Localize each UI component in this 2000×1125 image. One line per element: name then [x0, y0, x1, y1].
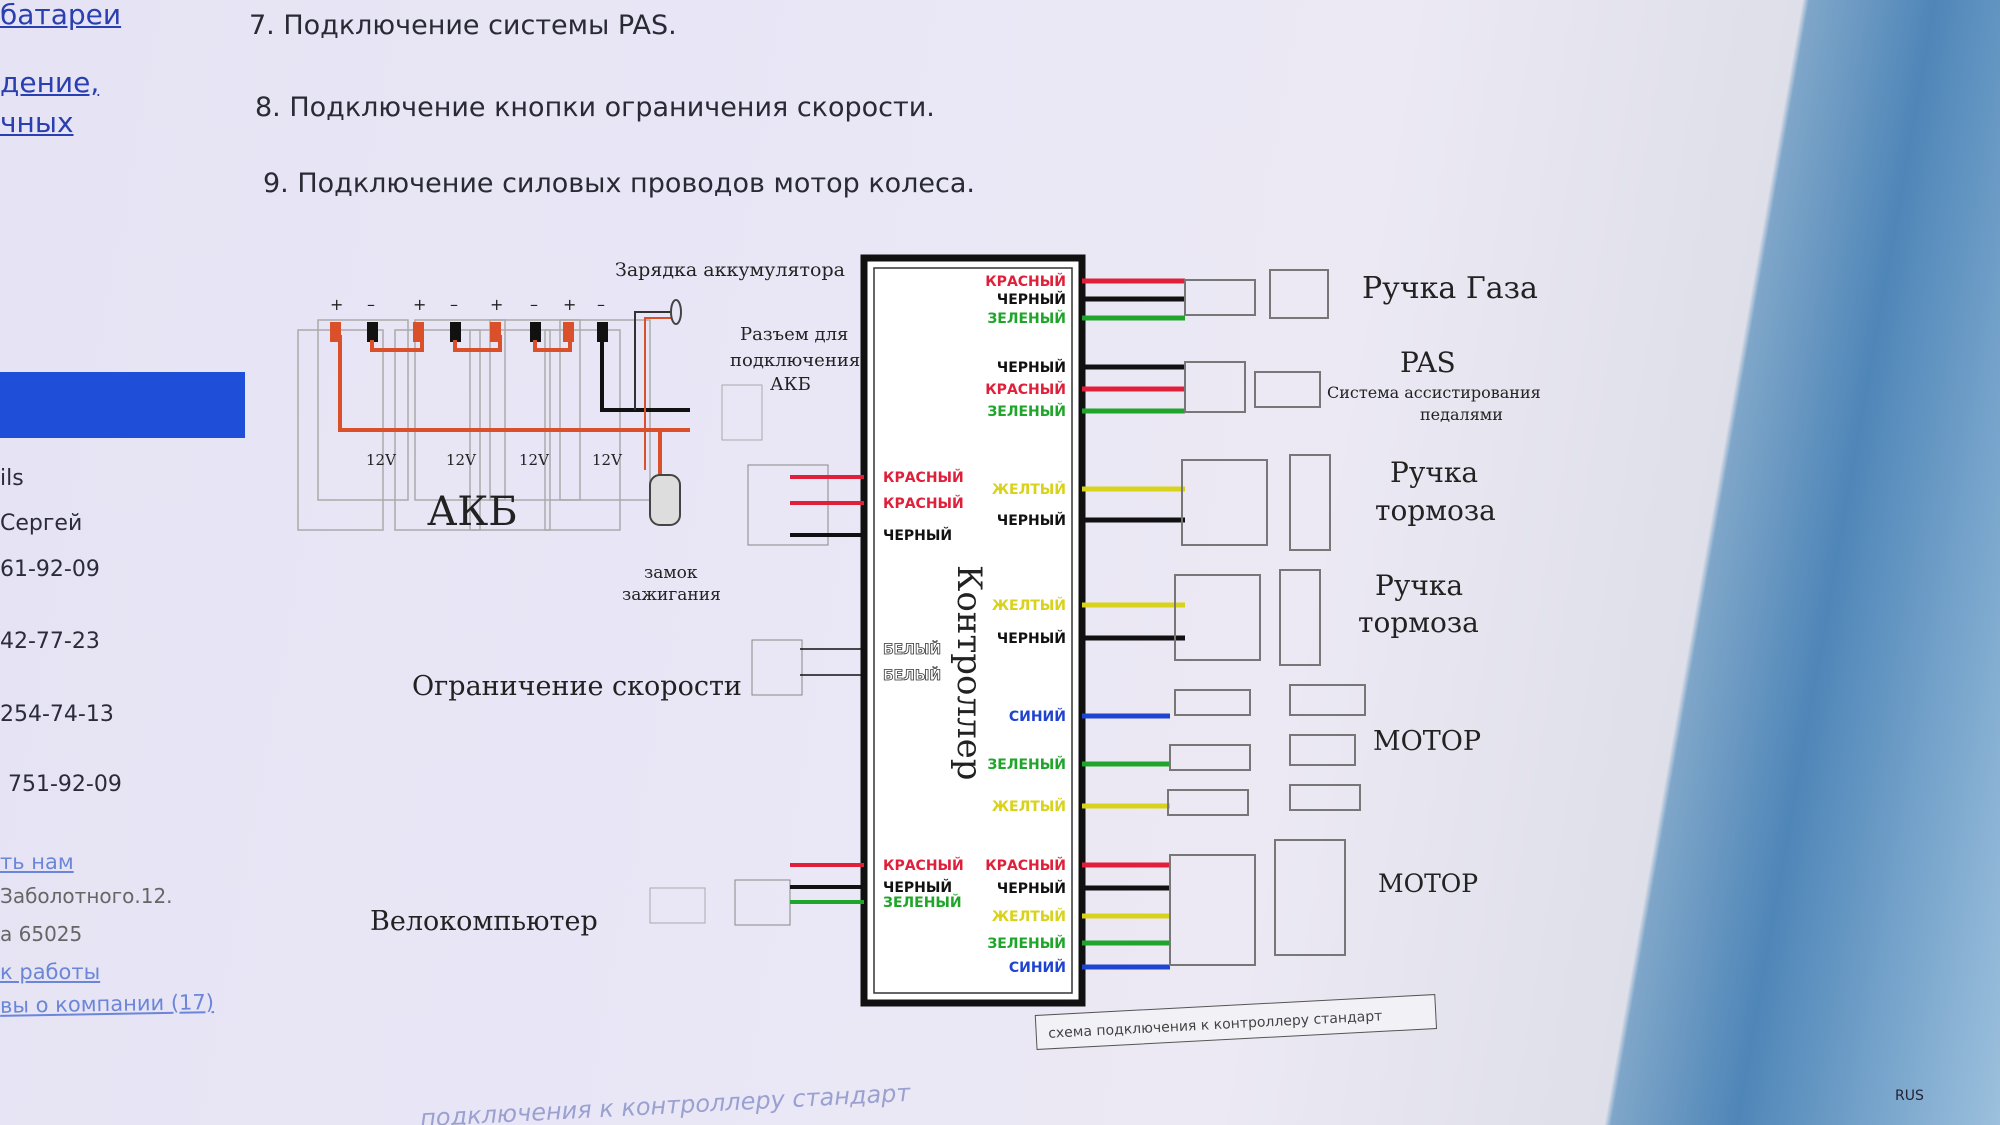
address-line-1: Заболотного.12. — [0, 884, 173, 908]
battery-terminal — [413, 322, 424, 342]
battery-terminal — [450, 322, 461, 342]
wire-label-right: ЧЕРНЫЙ — [997, 291, 1066, 308]
battery-cell-label: 12V — [446, 451, 477, 469]
speed-limit-label: Ограничение скорости — [412, 671, 742, 702]
throttle-connector-icon — [1184, 279, 1256, 316]
wire-label-right: ЧЕРНЫЙ — [997, 630, 1066, 647]
terminal-sign: + — [330, 295, 343, 314]
brake2-label-2: тормоза — [1358, 606, 1479, 639]
terminal-sign: – — [597, 295, 605, 314]
battery-connector-icon — [721, 384, 763, 441]
pas-connector-icon — [1184, 361, 1246, 413]
motor-hall-label: МОТОР — [1378, 869, 1478, 898]
wire-label-left: КРАСНЫЙ — [883, 857, 964, 874]
battery-terminal — [597, 322, 608, 342]
terminal-sign: – — [450, 295, 458, 314]
brake1-label-2: тормоза — [1375, 494, 1496, 527]
wire-label-right: СИНИЙ — [1009, 959, 1066, 976]
wire-label-right: ЧЕРНЫЙ — [997, 512, 1066, 529]
speed-limit-connector-icon — [751, 639, 803, 696]
pas-label: PAS — [1400, 346, 1456, 379]
wire-label-right: ЖЕЛТЫЙ — [992, 481, 1066, 498]
contact-phone-2: 42-77-23 — [0, 629, 100, 654]
bike-computer-connector-icon — [734, 879, 791, 926]
sidebar-link-batteries[interactable]: батареи — [0, 0, 122, 31]
charging-label: Зарядка аккумулятора — [615, 259, 845, 281]
battery-cell-label: 12V — [592, 451, 623, 469]
wire-label-left: ЧЕРНЫЙ — [883, 879, 952, 896]
diagram-caption: схема подключения к контроллеру стандарт — [1034, 994, 1438, 1050]
battery-terminal — [563, 322, 574, 342]
wire-label-right: КРАСНЫЙ — [985, 273, 1066, 290]
wire-label-left: ЧЕРНЫЙ — [883, 527, 952, 544]
battery-terminal — [490, 322, 501, 342]
wire-label-right: ЗЕЛЕНЫЙ — [987, 935, 1066, 952]
wire-label-right: ЖЕЛТЫЙ — [992, 798, 1066, 815]
pas-desc-1: Система ассистирования — [1327, 383, 1541, 402]
contact-title: ils — [0, 466, 24, 491]
footer-caption: подключения к контроллеру стандарт — [419, 1079, 912, 1125]
brake2-label-1: Ручка — [1375, 569, 1463, 602]
sidebar-blue-banner[interactable] — [0, 372, 245, 438]
battery-terminal — [330, 322, 341, 342]
charging-port-icon — [670, 299, 682, 325]
address-line-2: а 65025 — [0, 922, 83, 946]
brake1-label-1: Ручка — [1390, 456, 1478, 489]
contact-phone-3: 254-74-13 — [0, 702, 114, 727]
battery-connector-label-3: АКБ — [770, 374, 811, 395]
controller-box — [860, 254, 1086, 1007]
motor-hall-connector-icon — [1169, 854, 1256, 966]
wire-label-left: БЕЛЫЙ — [883, 641, 941, 658]
wire-label-right: СИНИЙ — [1009, 708, 1066, 725]
battery-terminal — [530, 322, 541, 342]
battery-connector-label-2: подключения — [730, 350, 860, 371]
wire-label-left: КРАСНЫЙ — [883, 495, 964, 512]
throttle-label: Ручка Газа — [1362, 271, 1538, 306]
terminal-sign: + — [563, 295, 576, 314]
terminal-sign: + — [490, 295, 503, 314]
step-8: 8. Подключение кнопки ограничения скорос… — [255, 92, 935, 123]
wire-label-right: КРАСНЫЙ — [985, 381, 1066, 398]
step-7: 7. Подключение системы PAS. — [249, 10, 677, 41]
ignition-lock-icon — [649, 474, 681, 526]
brake1-connector-icon — [1181, 459, 1268, 546]
terminal-sign: + — [413, 295, 426, 314]
battery-connector-label-1: Разъем для — [740, 324, 848, 345]
wire-label-right: ЗЕЛЕНЫЙ — [987, 403, 1066, 420]
wire-label-left: ЗЕЛЕНЫЙ — [883, 894, 962, 911]
sidebar-link-3[interactable]: чных — [0, 106, 74, 139]
motor-phase-label: МОТОР — [1373, 726, 1481, 757]
wire-label-left: БЕЛЫЙ — [883, 667, 941, 684]
battery-cell-label: 12V — [366, 451, 397, 469]
working-hours-link[interactable]: к работы — [0, 960, 101, 984]
contact-us-link[interactable]: ть нам — [0, 850, 74, 874]
wire-label-right: ЗЕЛЕНЫЙ — [987, 756, 1066, 773]
motor-phase-connector-icon — [1174, 689, 1251, 716]
terminal-sign: – — [530, 295, 538, 314]
battery-terminal — [367, 322, 378, 342]
step-9: 9. Подключение силовых проводов мотор ко… — [263, 168, 975, 199]
contact-phone-4: 751-92-09 — [8, 772, 122, 797]
wire-label-right: КРАСНЫЙ — [985, 857, 1066, 874]
battery-label: АКБ — [427, 489, 518, 535]
wire-label-right: ЗЕЛЕНЫЙ — [987, 310, 1066, 327]
tray-language[interactable]: RUS — [1895, 1088, 1924, 1104]
wire-label-right: ЧЕРНЫЙ — [997, 880, 1066, 897]
bike-computer-label: Велокомпьютер — [370, 906, 598, 937]
brake2-connector-icon — [1174, 574, 1261, 661]
wire-label-right: ЖЕЛТЫЙ — [992, 908, 1066, 925]
pas-desc-2: педалями — [1420, 405, 1503, 424]
wire-label-right: ЖЕЛТЫЙ — [992, 597, 1066, 614]
contact-phone-1: 61-92-09 — [0, 557, 100, 582]
battery-cell-label: 12V — [519, 451, 550, 469]
contact-name: Сергей — [0, 511, 83, 536]
terminal-sign: – — [367, 295, 375, 314]
ignition-label-1: замок — [644, 563, 698, 583]
wire-label-right: ЧЕРНЫЙ — [997, 359, 1066, 376]
ignition-label-2: зажигания — [622, 585, 721, 605]
sidebar-link-2[interactable]: дение, — [0, 66, 100, 99]
wire-label-left: КРАСНЫЙ — [883, 469, 964, 486]
controller-label: Контроллер — [949, 565, 989, 781]
